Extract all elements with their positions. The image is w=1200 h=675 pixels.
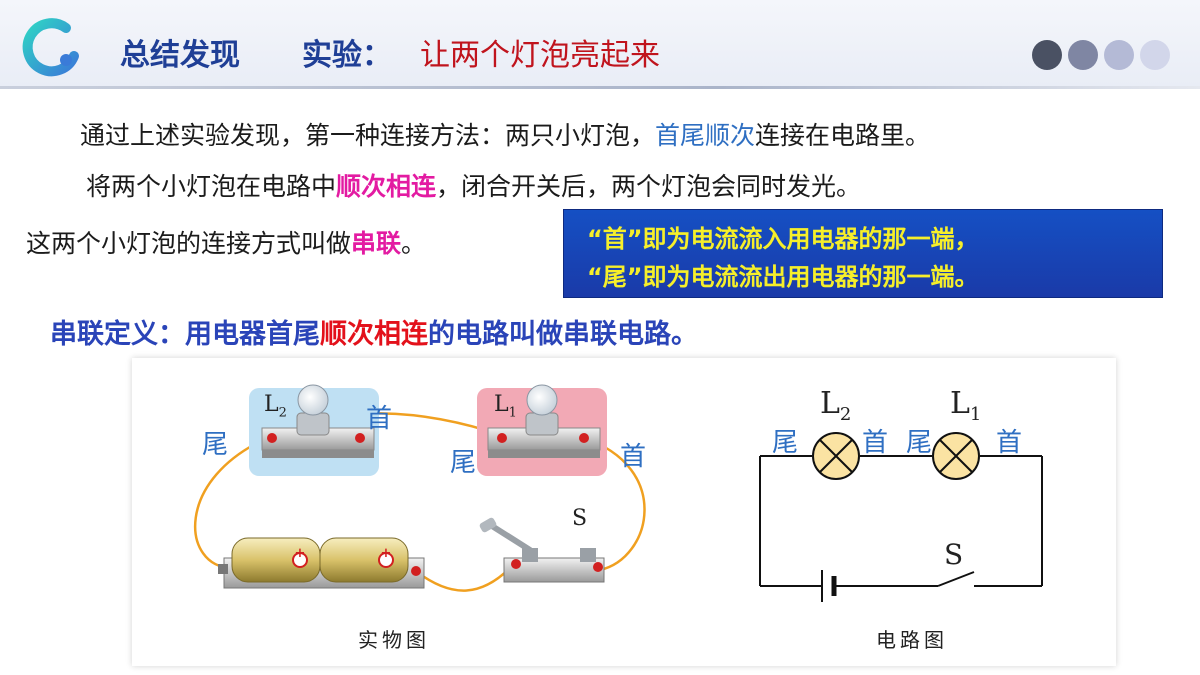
line3-highlight: 串联: [351, 229, 402, 258]
body-line-1: 通过上述实验发现，第一种连接方法：两只小灯泡，首尾顺次连接在电路里。: [80, 116, 930, 152]
phys-head-l2: 首: [366, 404, 393, 434]
definition-pre: 串联定义：用电器首尾: [50, 319, 320, 350]
dot-4: [1140, 40, 1170, 70]
line3-pre: 这两个小灯泡的连接方式叫做: [26, 229, 352, 258]
header-divider: [0, 86, 1200, 89]
physical-caption: 实物图: [358, 628, 430, 652]
definition-highlight: 顺次相连: [320, 319, 428, 350]
phys-tail-l2: 尾: [202, 430, 229, 460]
series-definition: 串联定义：用电器首尾顺次相连的电路叫做串联电路。: [50, 312, 698, 351]
logo-icon: [22, 18, 79, 77]
phys-switch-label: S: [572, 506, 588, 531]
circuit-lamp-l2: [812, 432, 860, 480]
phys-head-l1: 首: [620, 442, 647, 472]
circ-lamp-l1-label: L1: [950, 386, 982, 425]
header-bar: 总结发现 实验： 让两个灯泡亮起来: [0, 0, 1200, 87]
circ-lamp-l2-label: L2: [820, 386, 852, 425]
wire-left: [193, 434, 273, 570]
phys-lamp-l2-label: L2: [264, 392, 287, 421]
line1-pre: 通过上述实验发现，第一种连接方法：两只小灯泡，: [80, 121, 656, 150]
line2-pre: 将两个小灯泡在电路中: [86, 172, 337, 201]
experiment-title: 让两个灯泡亮起来: [420, 38, 660, 73]
wire-right: [583, 436, 646, 572]
battery-plus-2: +: [380, 546, 392, 561]
phys-tail-l1: 尾: [450, 448, 477, 478]
battery-plus-1: +: [294, 546, 306, 561]
body-line-2: 将两个小灯泡在电路中顺次相连，闭合开关后，两个灯泡会同时发光。: [86, 167, 861, 203]
line1-highlight: 首尾顺次: [655, 121, 756, 150]
phys-lamp-l1-label: L1: [494, 392, 517, 421]
dot-3: [1104, 40, 1134, 70]
lamp-l2-physical: [249, 384, 379, 476]
dot-1: [1032, 40, 1062, 70]
line3-post: 。: [401, 229, 427, 258]
circuit-wires: [759, 455, 1043, 587]
note-line-1: “首”即为电流流入用电器的那一端，: [587, 225, 979, 253]
knife-switch: [479, 517, 605, 583]
lamp-l1-physical: [477, 384, 607, 476]
dot-2: [1068, 40, 1098, 70]
definition-post: 的电路叫做串联电路。: [428, 319, 698, 350]
battery-box: [218, 537, 425, 589]
section-title: 总结发现: [120, 38, 240, 73]
line2-highlight: 顺次相连: [336, 172, 437, 201]
circ-head-l2: 首: [862, 428, 889, 458]
circ-tail-l1: 尾: [906, 428, 933, 458]
line2-post: ，闭合开关后，两个灯泡会同时发光。: [436, 172, 862, 201]
circuit-battery: [821, 570, 837, 602]
circuit-caption: 电路图: [876, 628, 948, 652]
wire-bottom: [416, 563, 515, 592]
body-line-3: 这两个小灯泡的连接方式叫做串联。: [26, 224, 426, 260]
experiment-label: 实验：: [302, 38, 392, 73]
circ-switch-label: S: [944, 538, 964, 571]
circ-head-l1: 首: [996, 428, 1023, 458]
note-line-2: “尾”即为电流流出用电器的那一端。: [587, 263, 979, 291]
diagram-svg: [193, 384, 1043, 602]
circuit-lamp-l1: [932, 432, 980, 480]
circ-tail-l2: 尾: [772, 428, 799, 458]
diagram-panel: L2 L1 首 尾 尾 首 S 实物图 L2 L1 尾 首 尾 首 S 电路图 …: [132, 358, 1116, 666]
note-box: “首”即为电流流入用电器的那一端， “尾”即为电流流出用电器的那一端。: [563, 209, 1163, 298]
line1-post: 连接在电路里。: [755, 121, 931, 150]
